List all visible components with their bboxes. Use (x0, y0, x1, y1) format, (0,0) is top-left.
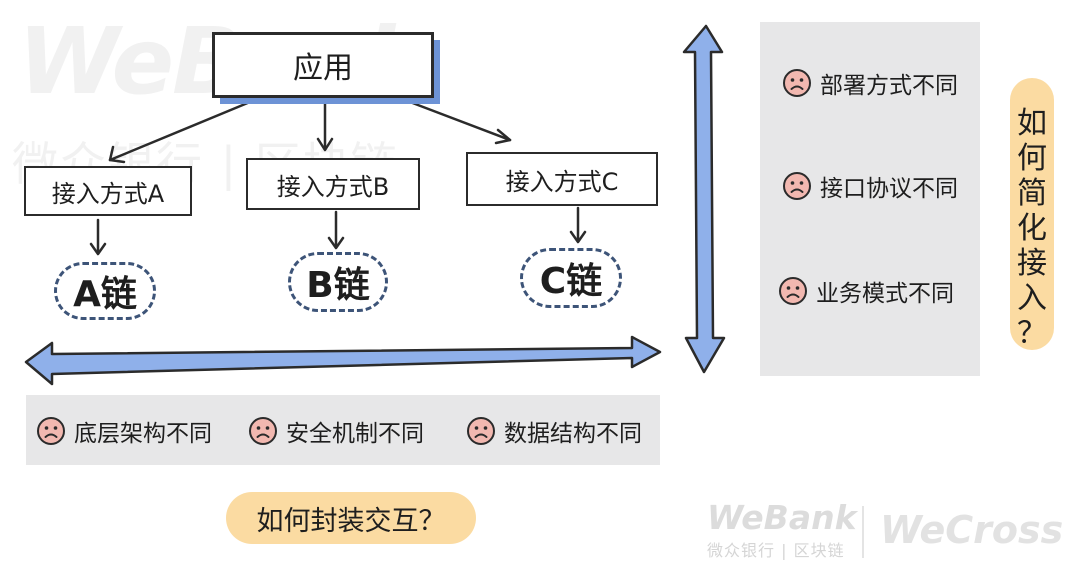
vertical-question-text: 如何简化接入？ (1010, 106, 1054, 351)
right-reason-business: 业务模式不同 (778, 274, 954, 308)
right-reason-interface: 接口协议不同 (782, 169, 958, 203)
right-reason-deployment: 部署方式不同 (782, 66, 958, 100)
logo-divider (862, 506, 864, 558)
vertical-double-arrow (682, 24, 726, 374)
bottom-reason-label: 底层架构不同 (74, 421, 212, 447)
horizontal-question-label: 如何封装交互？ (256, 505, 446, 537)
right-reason-label: 接口协议不同 (820, 176, 958, 202)
chain-c: C链 (520, 248, 622, 308)
sad-face-icon (467, 417, 495, 445)
arrow-app-to-c (408, 100, 512, 142)
bottom-reason-label: 安全机制不同 (286, 421, 424, 447)
chain-a: A链 (54, 262, 156, 320)
right-reason-label: 部署方式不同 (820, 73, 958, 99)
bottom-reason-security: 安全机制不同 (248, 414, 424, 448)
access-method-b-box: 接入方式B (246, 158, 420, 210)
vertical-question-highlight (1010, 78, 1054, 350)
sad-face-icon (779, 277, 807, 305)
chain-b: B链 (288, 252, 388, 312)
access-method-a-box: 接入方式A (24, 166, 192, 216)
arrow-app-to-a (108, 100, 252, 162)
sad-face-icon (783, 172, 811, 200)
sad-face-icon (783, 69, 811, 97)
sad-face-icon (37, 417, 65, 445)
horizontal-double-arrow (24, 335, 662, 386)
app-box: 应用 (212, 32, 434, 98)
vertical-question-label: 如何简化接入？ (1017, 106, 1047, 351)
wecross-logo: WeCross (880, 508, 1064, 552)
right-reason-label: 业务模式不同 (816, 281, 954, 307)
bottom-reasons-panel (26, 395, 660, 465)
horizontal-question-highlight: 如何封装交互？ (226, 492, 476, 544)
bottom-reason-label: 数据结构不同 (504, 421, 642, 447)
bottom-reason-architecture: 底层架构不同 (36, 414, 212, 448)
bottom-reason-data-structure: 数据结构不同 (466, 414, 642, 448)
webank-logo: WeBank (707, 498, 857, 537)
sad-face-icon (249, 417, 277, 445)
access-method-c-box: 接入方式C (466, 152, 658, 206)
webank-logo-subtitle: 微众银行 | 区块链 (707, 541, 845, 560)
